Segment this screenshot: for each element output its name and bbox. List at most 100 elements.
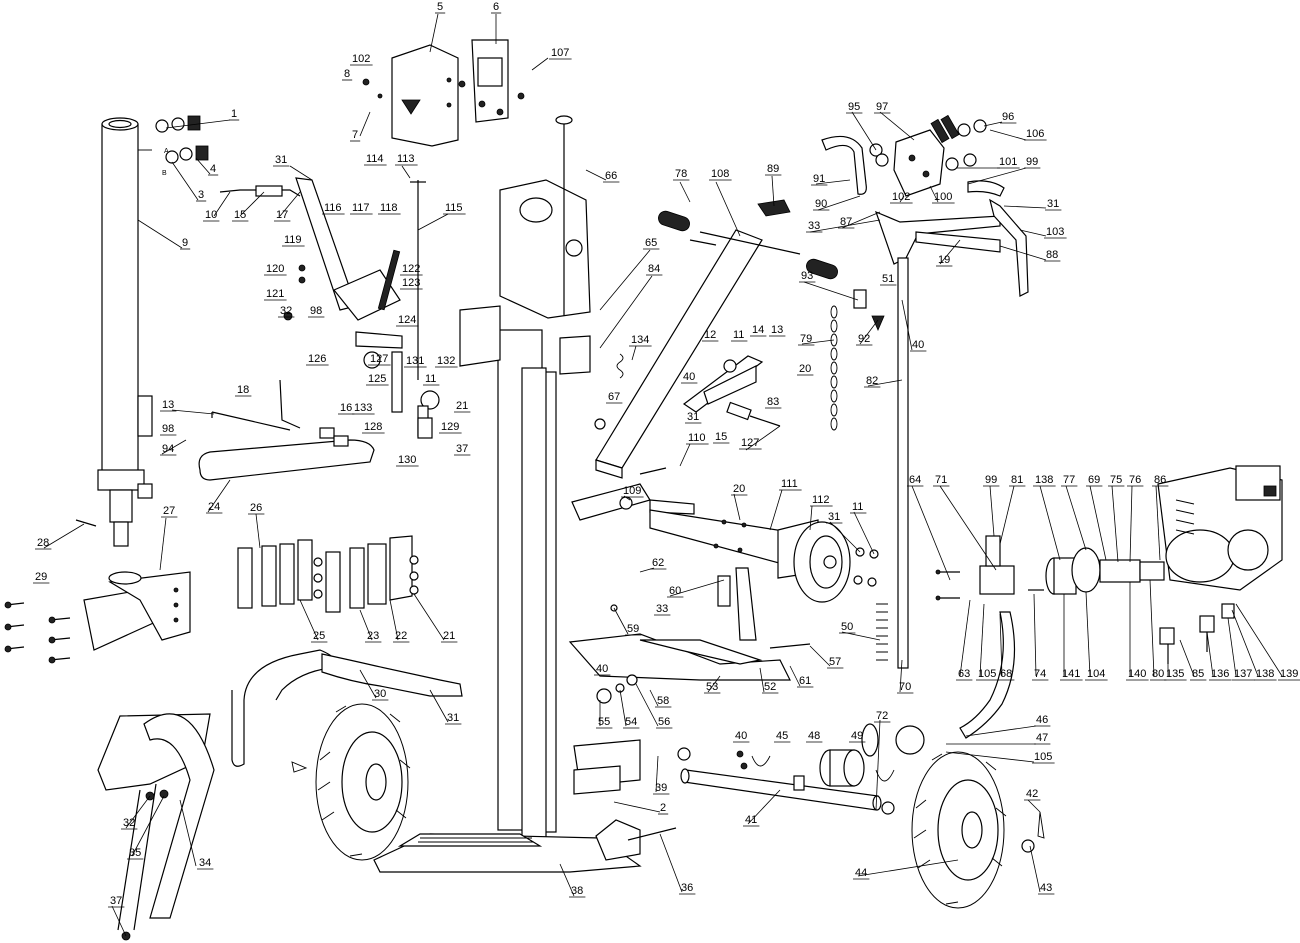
main-beam [459, 179, 591, 839]
callout-46: 46 [1036, 714, 1048, 726]
callout-28: 28 [37, 537, 49, 549]
callout-96: 96 [1002, 111, 1014, 123]
callout-130: 130 [398, 454, 416, 466]
callout-58: 58 [657, 695, 669, 707]
callout-102: 102 [352, 53, 370, 65]
callout-140: 140 [1128, 668, 1146, 680]
callout-131: 131 [406, 355, 424, 367]
log-cradle [97, 713, 215, 941]
callout-108: 108 [711, 168, 729, 180]
callout-20: 20 [799, 363, 811, 375]
callout-136: 136 [1211, 668, 1229, 680]
base-grating [416, 837, 536, 847]
callout-114: 114 [366, 153, 384, 165]
callout-118: 118 [380, 202, 398, 214]
gear-pump [979, 535, 1165, 595]
callout-27: 27 [163, 505, 175, 517]
callout-31: 31 [275, 154, 287, 166]
linkage-rods [198, 379, 375, 481]
callout-104: 104 [1087, 668, 1105, 680]
callout-99: 99 [985, 474, 997, 486]
callout-47: 47 [1036, 732, 1048, 744]
callout-15: 15 [715, 431, 727, 443]
tow-handle [231, 649, 463, 767]
vertical-rod-82 [897, 257, 909, 669]
callout-127: 127 [370, 353, 388, 365]
pin-15 [726, 401, 752, 421]
callout-120: 120 [266, 263, 284, 275]
arm-hinge-plates [682, 355, 764, 413]
callout-55: 55 [598, 716, 610, 728]
callout-64: 64 [909, 474, 921, 486]
leader-lines [43, 13, 1283, 937]
callout-10: 10 [205, 209, 217, 221]
callout-138: 138 [1256, 668, 1274, 680]
pin-110 [639, 467, 667, 475]
r-clip-left [291, 761, 308, 773]
callout-42: 42 [1026, 788, 1038, 800]
callout-135: 135 [1166, 668, 1184, 680]
callout-40: 40 [683, 371, 695, 383]
column-arm [571, 210, 838, 521]
callout-32: 32 [280, 305, 292, 317]
callout-134: 134 [631, 334, 649, 346]
callout-3: 3 [198, 189, 204, 201]
rod-66-knob [555, 115, 573, 125]
callout-72: 72 [876, 710, 888, 722]
callout-50: 50 [841, 621, 853, 633]
callout-26: 26 [250, 502, 262, 514]
callout-38: 38 [571, 885, 583, 897]
callout-67: 67 [608, 391, 620, 403]
callout-53: 53 [706, 681, 718, 693]
callout-87: 87 [840, 216, 852, 228]
callout-128: 128 [364, 421, 382, 433]
bolt-127 [749, 415, 781, 427]
callout-59: 59 [627, 623, 639, 635]
callout-22: 22 [395, 630, 407, 642]
spring-134 [616, 353, 624, 379]
callout-141: 141 [1062, 668, 1080, 680]
callout-1: 1 [231, 108, 237, 120]
callout-21: 21 [443, 630, 455, 642]
callout-24: 24 [208, 501, 220, 513]
callout-37: 37 [456, 443, 468, 455]
port-label-a: A [164, 148, 169, 155]
callout-31: 31 [1047, 198, 1059, 210]
callout-35: 35 [129, 847, 141, 859]
callout-105: 105 [978, 668, 996, 680]
callout-82: 82 [866, 375, 878, 387]
callout-33: 33 [656, 603, 668, 615]
callout-121: 121 [266, 288, 284, 300]
right-wheel-tread [913, 753, 1007, 905]
callout-8: 8 [344, 68, 350, 80]
callout-102: 102 [892, 191, 910, 203]
callout-74: 74 [1034, 668, 1046, 680]
callout-113: 113 [397, 153, 415, 165]
safety-chain [830, 305, 838, 431]
callout-107: 107 [551, 47, 569, 59]
callout-43: 43 [1040, 882, 1052, 894]
callout-129: 129 [441, 421, 459, 433]
callout-31: 31 [828, 511, 840, 523]
callout-63: 63 [958, 668, 970, 680]
callout-98: 98 [162, 423, 174, 435]
callout-103: 103 [1046, 226, 1064, 238]
callout-132: 132 [437, 355, 455, 367]
callout-13: 13 [771, 324, 783, 336]
handle-grip-89 [757, 199, 791, 217]
r-clip-42 [1037, 811, 1045, 839]
callout-23: 23 [367, 630, 379, 642]
callout-95: 95 [848, 101, 860, 113]
callout-91: 91 [813, 173, 825, 185]
bracket-plate [649, 509, 791, 567]
callout-5: 5 [437, 1, 443, 13]
callout-61: 61 [799, 675, 811, 687]
callout-76: 76 [1129, 474, 1141, 486]
callout-41: 41 [745, 814, 757, 826]
callout-77: 77 [1063, 474, 1075, 486]
callout-2: 2 [660, 802, 666, 814]
callout-99: 99 [1026, 156, 1038, 168]
callout-66: 66 [605, 170, 617, 182]
